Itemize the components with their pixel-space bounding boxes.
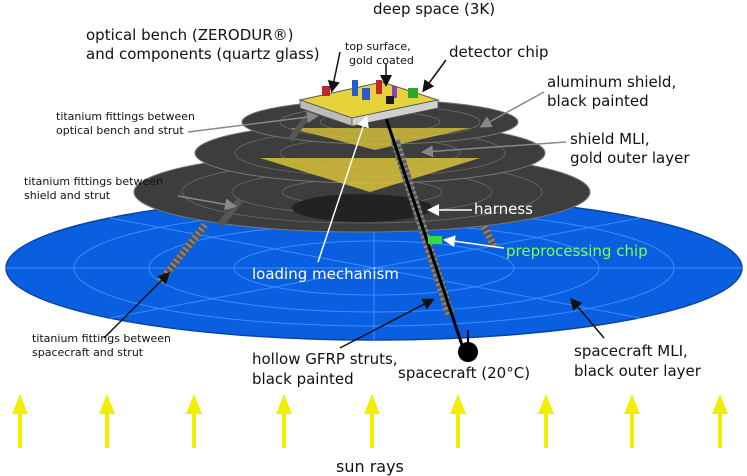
harness-label: harness — [474, 200, 533, 218]
deep-space-label: deep space (3K) — [373, 0, 495, 18]
gfrp-struts-label: hollow GFRP struts, — [252, 350, 398, 368]
leader-lines — [103, 51, 605, 349]
ti-spacecraft-label: titanium fittings between — [32, 332, 171, 345]
preprocessing-chip — [428, 236, 442, 244]
ti-shield-label: titanium fittings between — [24, 175, 163, 188]
sun-ray-arrow — [364, 394, 380, 448]
detector-chip-label: detector chip — [449, 43, 549, 61]
sun-ray-arrow — [12, 394, 28, 448]
spacecraft-mli-label: spacecraft MLI, — [574, 342, 688, 360]
sun-ray-arrow — [186, 394, 202, 448]
sun-ray-arrow — [99, 394, 115, 448]
sun-rays-label: sun rays — [336, 457, 404, 476]
sun-ray-arrow — [712, 394, 728, 448]
spacecraft-mli-label-2: black outer layer — [574, 362, 702, 380]
optical-bench-label: optical bench (ZERODUR®) — [86, 26, 294, 44]
ti-bench-label-2: optical bench and strut — [56, 124, 184, 137]
harness-cable — [378, 99, 464, 346]
preprocessing-chip-label: preprocessing chip — [506, 242, 648, 260]
sun-ray-arrow — [538, 394, 554, 448]
sun-ray-arrow — [624, 394, 640, 448]
spacecraft-temp-label: spacecraft (20°C) — [398, 364, 530, 382]
aluminum-shield-label: aluminum shield, — [547, 73, 676, 91]
optical-bench-label-2: and components (quartz glass) — [86, 45, 320, 63]
gfrp-struts-label-2: black painted — [252, 370, 354, 388]
ti-spacecraft-label-2: spacecraft and strut — [32, 346, 144, 359]
aluminum-shield-label-2: black painted — [547, 92, 649, 110]
optical-bench — [298, 80, 440, 127]
top-surface-label-2: gold coated — [349, 54, 414, 67]
ti-shield-label-2: shield and strut — [24, 189, 111, 202]
shield-mli-label-2: gold outer layer — [570, 149, 690, 167]
loading-mechanism-label: loading mechanism — [252, 265, 399, 283]
sun-ray-arrow — [450, 394, 466, 448]
top-surface-label: top surface, — [345, 40, 411, 53]
sun-ray-arrows — [12, 394, 728, 448]
spacecraft-node — [458, 330, 478, 362]
ti-bench-label: titanium fittings between — [56, 110, 195, 123]
shield-mli-label: shield MLI, — [570, 130, 650, 148]
sun-ray-arrow — [276, 394, 292, 448]
